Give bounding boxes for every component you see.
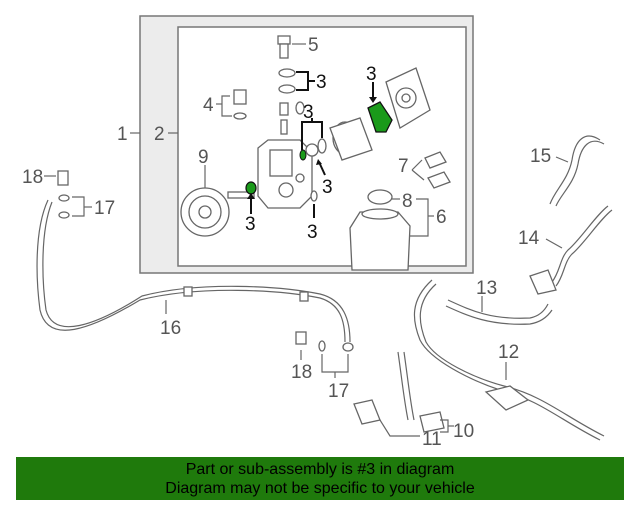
callout-7: 7 (398, 156, 409, 177)
callout-11: 11 (422, 429, 442, 450)
pump-body (257, 139, 313, 209)
line-14 (551, 205, 609, 283)
info-banner: Part or sub-assembly is #3 in diagram Di… (16, 457, 624, 500)
parts-diagram: 1 2 5 3 4 9 3 3 (22, 15, 613, 450)
callout-9: 9 (198, 147, 209, 168)
banner-line-2: Diagram may not be specific to your vehi… (165, 480, 475, 497)
pump-flange (329, 117, 373, 161)
callout-15: 15 (530, 146, 551, 167)
callout-3-cover: 3 (366, 64, 377, 85)
banner-line-1: Part or sub-assembly is #3 in diagram (185, 461, 455, 478)
part-3-seal-pulley (245, 181, 257, 195)
callout-6: 6 (436, 207, 447, 228)
hose-13 (447, 299, 549, 319)
callout-8: 8 (402, 191, 413, 212)
part-5-bolt (277, 35, 291, 59)
callout-18-bottom: 18 (291, 362, 312, 383)
callout-10: 10 (453, 421, 474, 442)
part-3-oring-center (299, 149, 307, 161)
callout-17-bottom: 17 (328, 381, 349, 402)
callout-4: 4 (203, 95, 214, 116)
callout-5: 5 (308, 35, 319, 56)
callout-18-top: 18 (22, 167, 43, 188)
callout-2: 2 (154, 124, 165, 145)
line-10-11 (397, 351, 409, 421)
callout-3-bottom: 3 (307, 222, 318, 243)
callout-3-left: 3 (245, 214, 256, 235)
callout-3-mid: 3 (322, 177, 333, 198)
reservoir (349, 208, 411, 271)
part-3-cover (367, 101, 393, 133)
callout-3-top: 3 (316, 72, 327, 93)
part-7-clips (424, 151, 451, 189)
callout-14: 14 (518, 228, 540, 249)
callout-13: 13 (476, 278, 497, 299)
hose-16 (36, 199, 346, 343)
callout-12: 12 (498, 342, 519, 363)
callout-1: 1 (117, 124, 128, 145)
pump-housing-plate (385, 67, 431, 129)
part-4-valve (233, 89, 247, 120)
part-8-cap (367, 189, 393, 205)
callout-16: 16 (160, 318, 181, 339)
part-18-bolt-top (57, 170, 69, 186)
part-9-pulley (180, 187, 255, 237)
hose-15 (549, 135, 601, 205)
line-12 (413, 279, 601, 441)
part-18-bolt-bottom (295, 331, 307, 345)
callout-17-top: 17 (94, 198, 115, 219)
callout-3-center: 3 (303, 102, 314, 123)
